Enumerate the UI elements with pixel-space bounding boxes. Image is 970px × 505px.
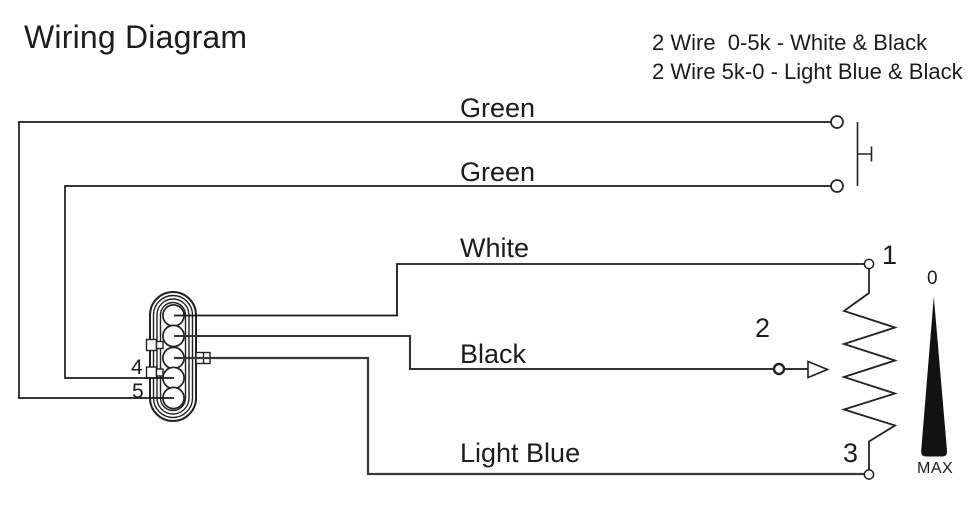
pot-terminal-1-label: 1 xyxy=(882,240,898,270)
wire-label-green-2: Green xyxy=(460,157,536,187)
white-wire xyxy=(174,263,869,317)
note-line-1: 2 Wire 0-5k - White & Black xyxy=(652,30,928,55)
indicator-zero-label: 0 xyxy=(927,268,938,289)
resistor-zigzag xyxy=(840,264,898,475)
wiring-notes: 2 Wire 0-5k - White & Black 2 Wire 5k-0 -… xyxy=(652,28,963,86)
page-title: Wiring Diagram xyxy=(24,19,248,55)
wire-label-green-1: Green xyxy=(460,93,536,123)
pot-terminal-3 xyxy=(863,469,875,480)
pot-terminal-2-wiper xyxy=(772,362,786,376)
pot-terminal-3-label: 3 xyxy=(843,438,859,468)
switch-terminal-bottom xyxy=(830,179,844,193)
note-line-2: 2 Wire 5k-0 - Light Blue & Black xyxy=(652,59,963,84)
green-wire-1 xyxy=(18,121,837,399)
indicator-max-label: MAX xyxy=(917,460,954,477)
switch-actuator xyxy=(856,122,873,186)
connector-pin-5-label: 5 xyxy=(132,380,144,403)
connector-latch-tab-left-2 xyxy=(145,366,164,379)
connector-5pin xyxy=(145,291,211,422)
wiper-arrow xyxy=(807,360,830,379)
pot-terminal-2-label: 2 xyxy=(755,313,771,343)
light-blue-wire xyxy=(174,356,869,476)
switch-symbol xyxy=(830,115,873,193)
potentiometer-symbol xyxy=(772,258,898,480)
pot-terminal-1 xyxy=(863,258,875,270)
wire-label-white: White xyxy=(460,233,530,263)
connector-latch-tab-left-1 xyxy=(145,338,164,352)
wire-label-light-blue: Light Blue xyxy=(460,438,581,468)
black-wire xyxy=(174,334,808,371)
switch-terminal-top xyxy=(830,115,844,129)
wire-label-black: Black xyxy=(460,339,527,369)
green-wire-2 xyxy=(64,185,837,379)
resistance-wedge-indicator xyxy=(921,296,948,457)
connector-pin-4-label: 4 xyxy=(131,356,143,379)
